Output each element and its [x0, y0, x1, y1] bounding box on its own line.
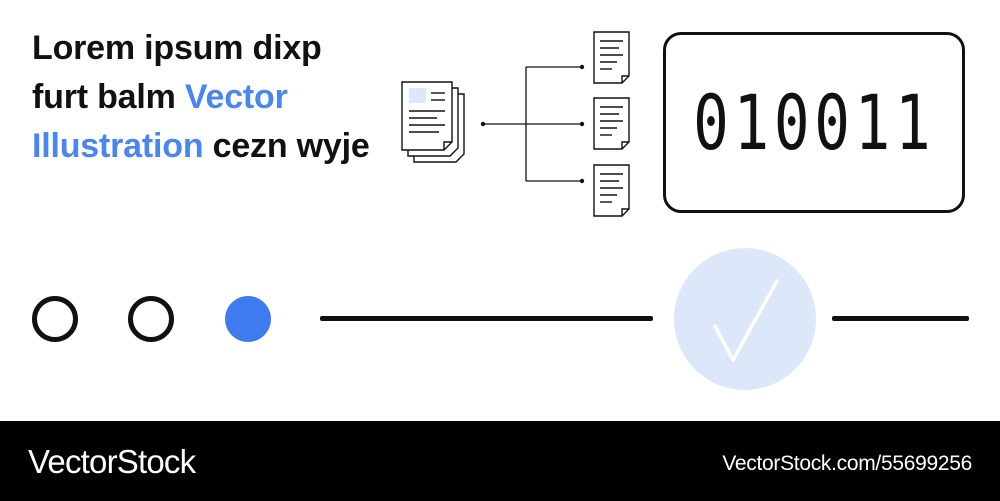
document-stack-icon — [401, 81, 465, 163]
document-icon — [593, 97, 630, 150]
document-icon — [593, 164, 630, 217]
progress-line-right — [832, 316, 969, 321]
document-flow-diagram — [401, 31, 630, 217]
headline-part-2: cezn wyje — [203, 127, 370, 165]
step-indicator-1 — [32, 296, 78, 342]
headline-part-1: Lorem ipsum dixp furt balm — [32, 29, 322, 116]
binary-code-text: 010011 — [692, 77, 936, 167]
footer-brand: VectorStock — [28, 443, 196, 480]
step-indicator-3 — [225, 296, 271, 342]
step-indicator-2 — [128, 296, 174, 342]
binary-code-panel: 010011 — [663, 32, 965, 213]
document-icon — [593, 31, 630, 84]
headline: Lorem ipsum dixp furt balm Vector Illust… — [32, 24, 382, 171]
checkmark-icon — [674, 248, 816, 390]
footer-bar: VectorStock VectorStock.com/55699256 — [0, 421, 1000, 501]
progress-line-left — [320, 316, 653, 321]
footer-image-id: VectorStock.com/55699256 — [722, 452, 972, 475]
branch-connector — [480, 64, 585, 184]
headline-accent: Vector Illustration — [32, 78, 288, 165]
